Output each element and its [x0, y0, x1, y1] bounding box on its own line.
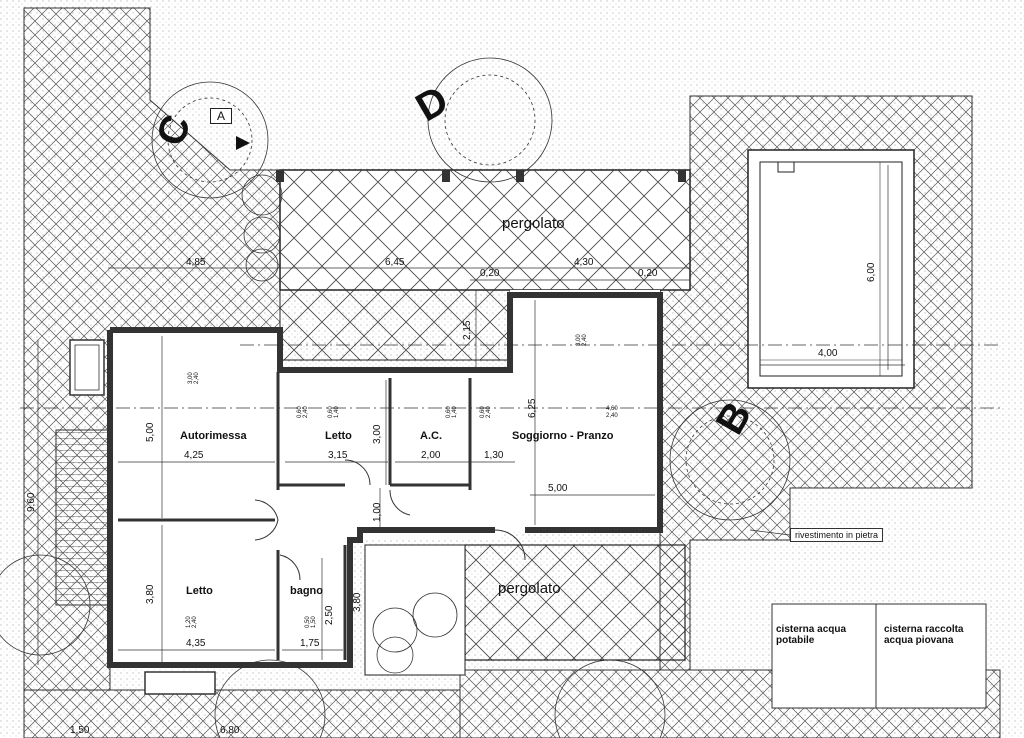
dim-0-20-a: 0,20 [480, 268, 500, 279]
dim-4-35: 4,35 [186, 638, 206, 649]
dim-5-00-v: 5,00 [145, 422, 156, 442]
dim-4-30: 4,30 [574, 257, 594, 268]
section-mark-a: A [210, 108, 233, 124]
dim-5-00-h: 5,00 [548, 483, 568, 494]
opening-ac-1: 0,60 1,40 [446, 406, 458, 418]
opening-letto-2: 0,60 1,40 [328, 406, 340, 418]
dim-3-15: 3,15 [328, 450, 348, 461]
door-swings [254, 459, 526, 581]
dim-6-80: 6,80 [220, 725, 240, 736]
tree-symbols [0, 57, 791, 738]
opening-soggiorno-side: 4,60 2,40 [606, 406, 618, 419]
opening-soggiorno: 3,00 2,40 [576, 334, 588, 346]
legend-cisterna-potabile: cisterna acqua potabile [776, 624, 847, 646]
opening-letto-3: 1,20 2,40 [186, 616, 198, 628]
room-soggiorno: Soggiorno - Pranzo [512, 430, 614, 442]
dim-9-60: 9,60 [26, 492, 37, 512]
walls [107, 292, 663, 668]
interior-walls [118, 372, 472, 660]
dim-3-80-b: 3,80 [352, 592, 363, 612]
dim-4-85: 4,85 [186, 257, 206, 268]
dim-0-20-b: 0,20 [638, 268, 658, 279]
dim-4-25: 4,25 [184, 450, 204, 461]
opening-ac-2: 0,60 2,40 [480, 406, 492, 418]
opening-autorimessa: 3,00 2,40 [188, 372, 200, 384]
room-letto-top: Letto [325, 430, 352, 442]
cistern-box [771, 603, 987, 709]
dim-3-80-a: 3,80 [145, 584, 156, 604]
dim-1-50: 1,50 [70, 725, 90, 736]
note-rivestimento: rivestimento in pietra [790, 528, 884, 542]
dim-2-15: 2,15 [462, 320, 473, 340]
room-letto-bottom: Letto [186, 585, 213, 597]
dim-2-50: 2,50 [324, 605, 335, 625]
dim-6-45: 6,45 [385, 257, 405, 268]
dim-1-00: 1,00 [372, 502, 383, 522]
room-ac: A.C. [420, 430, 442, 442]
opening-bagno: 0,50 1,50 [305, 616, 317, 628]
dim-1-30: 1,30 [484, 450, 504, 461]
dim-3-00: 3,00 [372, 424, 383, 444]
pergolato-bottom-area [464, 544, 686, 661]
pool-inner [759, 161, 903, 377]
label-pergolato-top: pergolato [502, 215, 565, 232]
paving-bottom [23, 689, 461, 738]
room-autorimessa: Autorimessa [180, 430, 247, 442]
dim-1-75: 1,75 [300, 638, 320, 649]
dim-2-00: 2,00 [421, 450, 441, 461]
pool-ladder [777, 161, 795, 173]
label-pergolato-bottom: pergolato [498, 580, 561, 597]
section-arrow-icon [236, 136, 250, 150]
dim-4-00: 4,00 [818, 348, 838, 359]
room-bagno: bagno [290, 585, 323, 597]
house-floor [110, 290, 660, 665]
dim-6-25: 6,25 [527, 398, 538, 418]
opening-letto-1: 0,60 2,40 [297, 406, 309, 418]
dim-6-00: 6,00 [866, 262, 877, 282]
dimension-lines [20, 165, 1000, 665]
legend-cisterna-piovana: cisterna raccolta acqua piovana [884, 624, 964, 646]
stairs [55, 429, 111, 606]
